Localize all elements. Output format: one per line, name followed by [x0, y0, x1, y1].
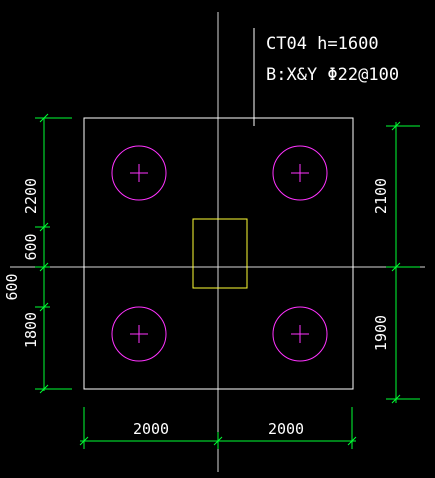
- pile-cap-id-text: CT04 h=1600: [266, 34, 379, 54]
- dim-left-600-a: 600: [22, 233, 40, 260]
- dim-right-top: 2100: [372, 178, 390, 214]
- pile-cap-outline: [83, 117, 354, 390]
- pile-top-right: [272, 145, 328, 201]
- dim-left-top: 2200: [22, 178, 40, 214]
- column-rectangle: [192, 218, 248, 289]
- dim-left-600-b: 600: [3, 273, 21, 300]
- dim-right-bottom: 1900: [372, 315, 390, 351]
- right-dimension-chain: [386, 121, 420, 404]
- pile-bottom-right: [272, 306, 328, 362]
- dim-left-bottom: 1800: [22, 312, 40, 348]
- pile-bottom-left: [111, 306, 167, 362]
- pile-top-left: [111, 145, 167, 201]
- dim-bottom-left: 2000: [133, 420, 169, 438]
- left-dimension-chain: [35, 113, 72, 394]
- dim-bottom-right: 2000: [268, 420, 304, 438]
- reinforcement-text: B:X&Y Φ22@100: [266, 65, 399, 85]
- bottom-dimension-chain: [79, 407, 357, 449]
